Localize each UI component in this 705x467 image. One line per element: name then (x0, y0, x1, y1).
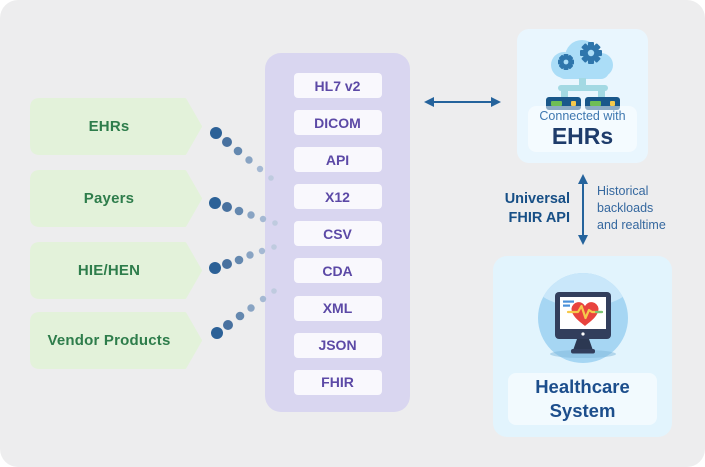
tag-shape (30, 242, 202, 299)
ehrs-title: EHRs (551, 123, 614, 150)
connected-with-text: Connected with (539, 109, 626, 124)
source-label-ehrs: EHRs (88, 118, 130, 135)
format-pill-hl7v2: HL7 v2 (293, 73, 382, 98)
tag-shape (30, 170, 202, 227)
tag-shape (30, 312, 202, 369)
source-label-hie-hen: HIE/HEN (77, 262, 141, 279)
source-box-payers: Payers (30, 170, 202, 227)
healthcare-system-label-panel: Healthcare System (508, 373, 657, 425)
gear-small (557, 54, 574, 70)
format-pill-csv: CSV (293, 221, 382, 247)
source-box-hie-hen: HIE/HEN (30, 242, 202, 299)
format-pill-cda: CDA (293, 258, 382, 284)
format-pill-dicom: DICOM (293, 110, 382, 136)
vertical-double-arrow-icon (578, 174, 588, 245)
horizontal-double-arrow-icon (424, 97, 501, 107)
cloud-gears-servers-icon (545, 40, 620, 110)
connected-ehrs-card: Connected with EHRs (517, 29, 648, 163)
connected-ehrs-label-panel: Connected with EHRs (528, 106, 637, 152)
source-box-ehrs: EHRs (30, 98, 202, 155)
universal-fhir-api-label: Universal FHIR API (504, 191, 570, 226)
format-pill-api: API (293, 147, 382, 173)
format-pill-xml: XML (293, 295, 382, 321)
format-pill-x12: X12 (293, 184, 382, 210)
gear-large (579, 42, 602, 64)
healthcare-system-card: Healthcare System (493, 256, 672, 437)
source-label-payers: Payers (83, 190, 135, 207)
format-pill-json: JSON (293, 332, 382, 358)
healthcare-system-title: Healthcare System (535, 375, 630, 421)
historical-backloads-label: Historical backloads and realtime (597, 184, 666, 232)
formats-hub-panel: HL7 v2 DICOM API X12 CSV CDA XML JSON FH… (265, 53, 410, 412)
format-pill-fhir: FHIR (293, 369, 382, 395)
source-box-vendor-products: Vendor Products (30, 312, 202, 369)
tag-shape (30, 98, 202, 155)
monitor-heartbeat-icon (537, 273, 628, 363)
source-label-vendor-products: Vendor Products (47, 332, 171, 349)
